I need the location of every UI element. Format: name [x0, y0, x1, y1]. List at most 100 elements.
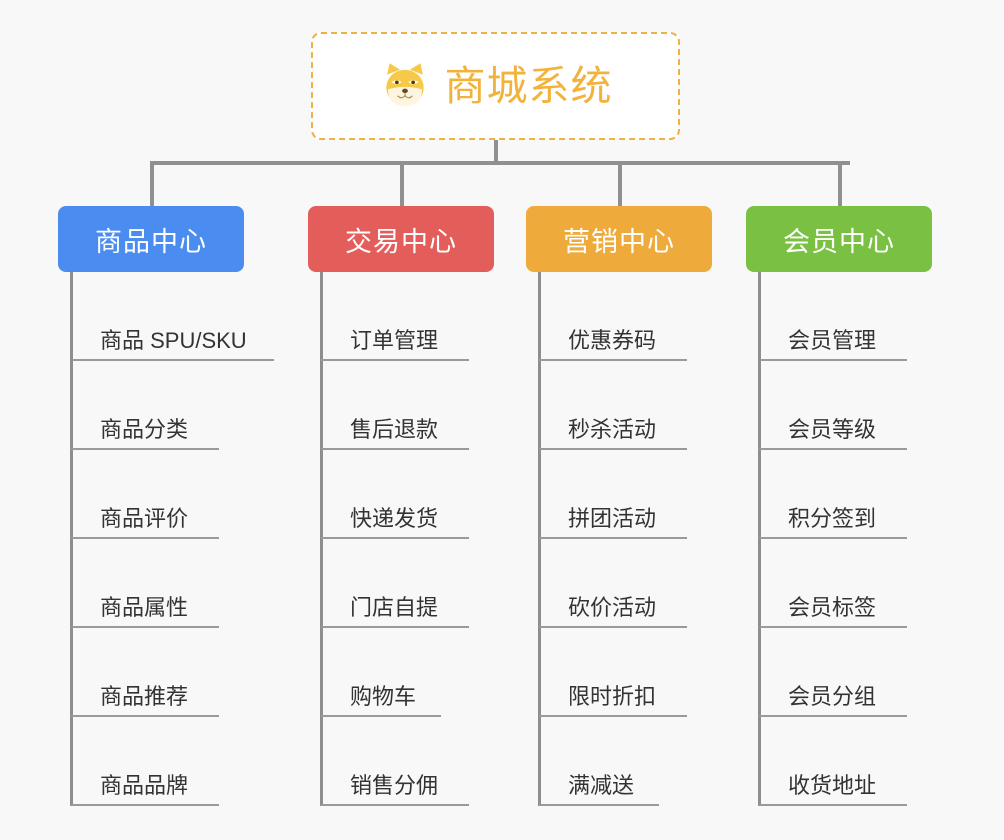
branch-trunk-1 [70, 272, 73, 806]
connector-drop-4 [838, 161, 842, 206]
leaf-underline [539, 359, 687, 361]
leaf-underline [539, 715, 687, 717]
leaf-item[interactable]: 订单管理 [308, 272, 494, 361]
leaf-label: 会员等级 [788, 417, 877, 442]
leaf-item[interactable]: 会员分组 [746, 628, 932, 717]
leaf-item[interactable]: 售后退款 [308, 361, 494, 450]
leaf-underline [71, 626, 219, 628]
leaf-label: 会员标签 [788, 595, 877, 620]
connector-drop-2 [400, 161, 404, 206]
leaf-label: 购物车 [350, 684, 417, 709]
leaf-underline [321, 626, 469, 628]
leaf-label: 商品 SPU/SKU [100, 328, 247, 353]
branch-header-label: 交易中心 [345, 226, 457, 257]
leaf-label: 售后退款 [350, 417, 439, 442]
leaf-underline [321, 537, 469, 539]
leaf-underline [759, 359, 907, 361]
leaf-label: 快递发货 [350, 506, 439, 531]
branch-header-2[interactable]: 交易中心 [308, 206, 494, 272]
branch-header-3[interactable]: 营销中心 [526, 206, 712, 272]
leaf-label: 会员管理 [788, 328, 877, 353]
leaf-item[interactable]: 满减送 [526, 717, 712, 806]
leaf-label: 拼团活动 [568, 506, 657, 531]
leaf-item[interactable]: 拼团活动 [526, 450, 712, 539]
branch-header-label: 营销中心 [563, 226, 675, 257]
leaf-underline [71, 537, 219, 539]
leaf-item[interactable]: 商品品牌 [58, 717, 244, 806]
connector-drop-1 [150, 161, 154, 206]
leaf-label: 会员分组 [788, 684, 877, 709]
leaf-label: 销售分佣 [350, 773, 439, 798]
leaf-underline [759, 626, 907, 628]
shiba-dog-icon [385, 63, 424, 107]
leaf-underline [71, 359, 274, 361]
leaf-underline [759, 448, 907, 450]
branch-leaf-list-1: 商品 SPU/SKU 商品分类商品评价商品属性商品推荐商品品牌 [58, 272, 274, 806]
leaf-underline [71, 715, 219, 717]
leaf-underline [539, 626, 687, 628]
leaf-item[interactable]: 销售分佣 [308, 717, 494, 806]
leaf-item[interactable]: 商品评价 [58, 450, 244, 539]
leaf-label: 订单管理 [350, 328, 439, 353]
leaf-label: 积分签到 [788, 506, 877, 531]
leaf-underline [759, 537, 907, 539]
leaf-item[interactable]: 优惠券码 [526, 272, 712, 361]
leaf-underline [321, 359, 469, 361]
branch-header-label: 会员中心 [783, 226, 895, 257]
leaf-underline [321, 715, 441, 717]
leaf-item[interactable]: 商品推荐 [58, 628, 244, 717]
leaf-item[interactable]: 积分签到 [746, 450, 932, 539]
leaf-label: 门店自提 [350, 595, 439, 620]
branch-trunk-4 [758, 272, 761, 806]
branch-leaf-list-3: 优惠券码秒杀活动拼团活动砍价活动限时折扣满减送 [526, 272, 712, 806]
leaf-item[interactable]: 收货地址 [746, 717, 932, 806]
branch-leaf-list-4: 会员管理会员等级积分签到会员标签会员分组收货地址 [746, 272, 932, 806]
connector-drop-3 [618, 161, 622, 206]
leaf-underline [759, 715, 907, 717]
connector-horizontal-bus [150, 161, 850, 165]
leaf-item[interactable]: 商品 SPU/SKU [58, 272, 274, 361]
branch-column-2: 交易中心订单管理售后退款快递发货门店自提购物车销售分佣 [308, 206, 494, 806]
leaf-label: 满减送 [568, 773, 635, 798]
leaf-label: 商品属性 [100, 595, 189, 620]
branch-column-3: 营销中心优惠券码秒杀活动拼团活动砍价活动限时折扣满减送 [526, 206, 712, 806]
leaf-item[interactable]: 会员管理 [746, 272, 932, 361]
leaf-label: 秒杀活动 [568, 417, 657, 442]
root-node[interactable]: 商城系统 [311, 32, 680, 140]
leaf-item[interactable]: 购物车 [308, 628, 494, 717]
leaf-underline [539, 448, 687, 450]
leaf-label: 商品评价 [100, 506, 189, 531]
leaf-label: 收货地址 [788, 773, 877, 798]
leaf-item[interactable]: 快递发货 [308, 450, 494, 539]
leaf-item[interactable]: 会员标签 [746, 539, 932, 628]
leaf-label: 商品推荐 [100, 684, 189, 709]
leaf-item[interactable]: 秒杀活动 [526, 361, 712, 450]
leaf-item[interactable]: 商品属性 [58, 539, 244, 628]
leaf-item[interactable]: 砍价活动 [526, 539, 712, 628]
leaf-item[interactable]: 会员等级 [746, 361, 932, 450]
leaf-item[interactable]: 商品分类 [58, 361, 244, 450]
branch-header-1[interactable]: 商品中心 [58, 206, 244, 272]
branch-column-4: 会员中心会员管理会员等级积分签到会员标签会员分组收货地址 [746, 206, 932, 806]
leaf-label: 优惠券码 [568, 328, 657, 353]
branch-column-1: 商品中心商品 SPU/SKU 商品分类商品评价商品属性商品推荐商品品牌 [58, 206, 274, 806]
branch-leaf-list-2: 订单管理售后退款快递发货门店自提购物车销售分佣 [308, 272, 494, 806]
leaf-label: 限时折扣 [568, 684, 657, 709]
leaf-item[interactable]: 限时折扣 [526, 628, 712, 717]
branch-header-label: 商品中心 [95, 226, 207, 257]
root-title: 商城系统 [444, 62, 613, 109]
leaf-label: 商品分类 [100, 417, 189, 442]
branch-trunk-2 [320, 272, 323, 806]
branch-header-4[interactable]: 会员中心 [746, 206, 932, 272]
leaf-item[interactable]: 门店自提 [308, 539, 494, 628]
leaf-underline [539, 804, 659, 806]
leaf-underline [321, 804, 469, 806]
leaf-underline [759, 804, 907, 806]
leaf-underline [71, 448, 219, 450]
leaf-underline [539, 537, 687, 539]
leaf-label: 商品品牌 [100, 773, 189, 798]
leaf-label: 砍价活动 [568, 595, 657, 620]
connector-root-stem [494, 140, 498, 163]
branch-trunk-3 [538, 272, 541, 806]
